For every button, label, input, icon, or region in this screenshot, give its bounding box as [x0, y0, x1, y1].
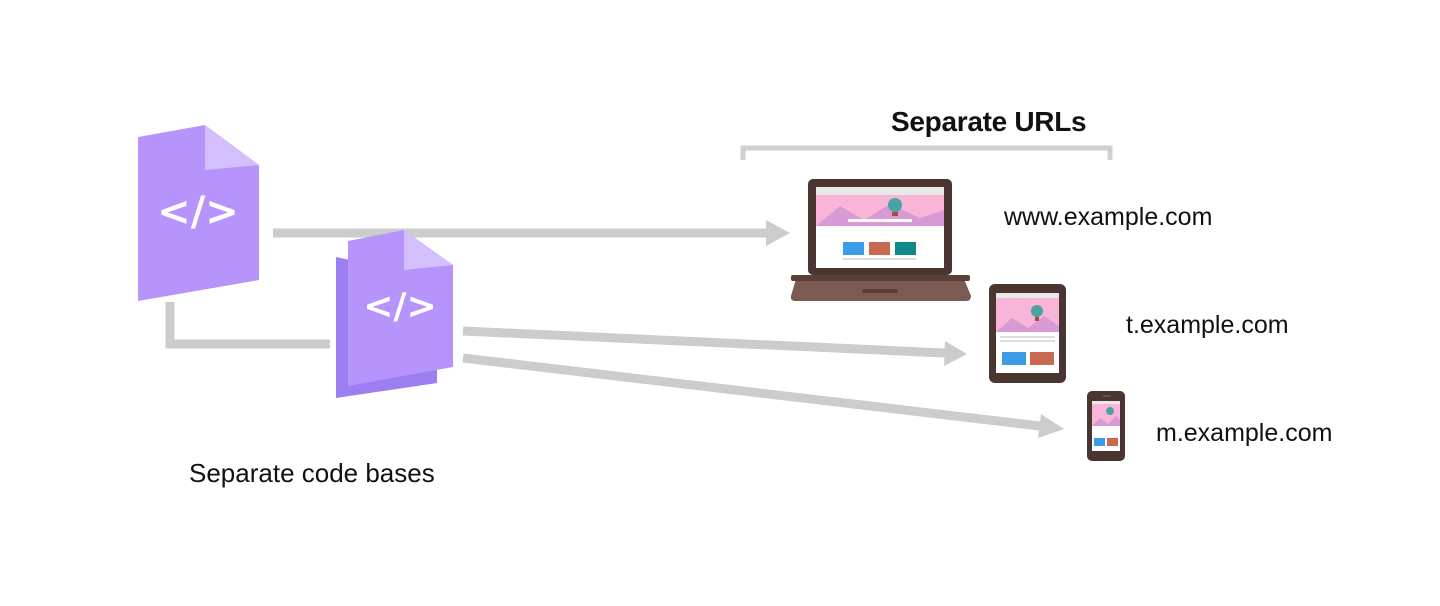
code-bases-caption: Separate code bases [189, 458, 435, 488]
url-group-bracket [740, 145, 1113, 160]
svg-text:</>: </> [363, 286, 436, 327]
mobile-url-label: m.example.com [1156, 419, 1333, 447]
code-file-icon: </> [336, 230, 453, 398]
tablet-icon [989, 284, 1066, 383]
arrow-to-desktop [273, 220, 790, 246]
desktop-url-label: www.example.com [1004, 203, 1213, 231]
svg-text:</>: </> [157, 189, 239, 235]
code-base-connector [165, 302, 330, 349]
laptop-icon [790, 179, 971, 301]
arrow-to-tablet [462, 326, 967, 366]
code-file-icon: </> [138, 125, 259, 301]
page-title: Separate URLs [891, 106, 1087, 137]
tablet-url-label: t.example.com [1126, 311, 1289, 339]
arrow-to-mobile [462, 353, 1064, 438]
phone-icon [1087, 391, 1125, 461]
